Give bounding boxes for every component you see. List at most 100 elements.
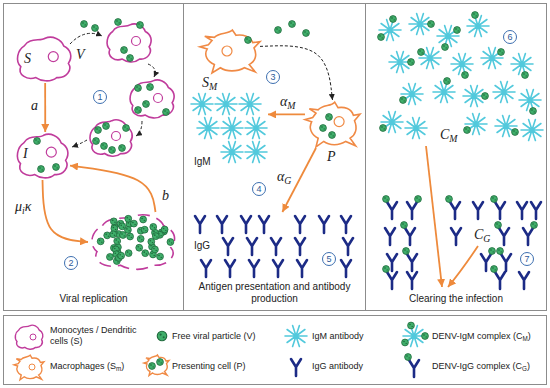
text-part: Viral replication bbox=[59, 293, 127, 304]
text-part: IgG bbox=[194, 240, 210, 251]
legend-item: Free viral particle (V) bbox=[172, 322, 264, 350]
arrow bbox=[43, 180, 89, 242]
virus-particle bbox=[38, 166, 45, 173]
panel: SMPIgMIgGAntigen presentation and antibo… bbox=[183, 3, 366, 311]
symbol-label: V bbox=[76, 48, 85, 62]
text-part: b bbox=[162, 188, 169, 203]
text-part: IgM antibody bbox=[312, 331, 364, 341]
rate-label: μiκ bbox=[14, 200, 33, 214]
virus-particle bbox=[127, 233, 134, 240]
text-part: 7 bbox=[524, 254, 529, 264]
virus-particle bbox=[141, 226, 148, 233]
virus-particle bbox=[148, 238, 155, 245]
panel: S I 2Viral replication bbox=[3, 3, 184, 311]
legend-text: Free viral particle (V) bbox=[172, 331, 256, 342]
text-part: C bbox=[474, 227, 483, 242]
virus-particle bbox=[107, 254, 114, 261]
cell-outline bbox=[200, 28, 260, 74]
cell-label: IgM bbox=[194, 156, 211, 168]
virus-particle bbox=[157, 253, 164, 260]
edge-label-holder: αM bbox=[279, 95, 297, 109]
label-holder: 3 bbox=[266, 70, 280, 84]
infected-cell: I bbox=[15, 132, 70, 180]
edge-label-holder: b bbox=[161, 189, 170, 203]
legend-item: IgG antibody bbox=[312, 352, 398, 380]
virus-particle bbox=[140, 216, 147, 223]
arrow bbox=[260, 46, 333, 100]
text-part: Monocytes / Dendritic cells (S) bbox=[50, 325, 137, 346]
virus-particle bbox=[150, 223, 157, 230]
virus-particle bbox=[97, 238, 104, 245]
cell-label: IgG bbox=[194, 240, 210, 252]
label-holder: 1 bbox=[93, 90, 107, 104]
text-part: α bbox=[280, 94, 287, 109]
cell-nucleus bbox=[48, 52, 58, 62]
rate-label: αG bbox=[276, 170, 292, 184]
text-part: S bbox=[24, 51, 31, 66]
text-part: μ bbox=[15, 199, 22, 214]
callout-number: 4 bbox=[252, 182, 266, 196]
virus-particle bbox=[320, 125, 327, 132]
text-part: Clearing the infection bbox=[409, 293, 503, 304]
text-part: 4 bbox=[256, 184, 261, 194]
virus-particle bbox=[110, 218, 117, 225]
legend-text: DENV-IgM complex (CM) bbox=[432, 331, 531, 342]
text-part: M bbox=[449, 133, 457, 144]
label-holder: V bbox=[76, 48, 85, 62]
text-part: M bbox=[523, 334, 528, 341]
label-holder: 6 bbox=[503, 30, 517, 44]
text-part: 5 bbox=[326, 254, 331, 264]
virus-particle bbox=[152, 246, 159, 253]
label-holder: 5 bbox=[322, 252, 336, 266]
edge-label-holder: αG bbox=[276, 170, 292, 184]
text-part: G bbox=[522, 364, 527, 371]
cell-label: CG bbox=[474, 228, 490, 242]
text-part: IgM bbox=[194, 156, 211, 167]
cell-membrane bbox=[305, 102, 360, 147]
cell-nucleus bbox=[46, 147, 56, 157]
legend-text: Macrophages (Sm) bbox=[50, 361, 124, 372]
legend-item: DENV-IgG complex (CG) bbox=[432, 352, 542, 380]
cell-label: CM bbox=[440, 128, 458, 142]
text-part: 3 bbox=[270, 72, 275, 82]
text-part: Free viral particle (V) bbox=[172, 331, 256, 341]
igm-group: IgM bbox=[190, 92, 268, 172]
text-part: M bbox=[287, 100, 295, 111]
text-part: ) bbox=[121, 361, 124, 371]
panel-caption: Clearing the infection bbox=[409, 293, 503, 305]
legend-text: IgM antibody bbox=[312, 331, 364, 342]
rate-label: αM bbox=[279, 95, 297, 109]
virus-particle bbox=[245, 37, 252, 44]
text-part: i bbox=[22, 205, 25, 216]
arrow bbox=[44, 83, 46, 132]
cell-membrane bbox=[18, 37, 71, 81]
cell-nucleus bbox=[222, 46, 232, 56]
virus-particle bbox=[110, 231, 117, 238]
virus-particle bbox=[125, 250, 132, 257]
text-part: ) bbox=[527, 361, 530, 371]
virus-particle bbox=[34, 138, 41, 145]
arrow bbox=[268, 114, 305, 116]
cell-outline bbox=[305, 100, 360, 148]
callout-number: 2 bbox=[64, 256, 78, 270]
edge-label-holder: μiκ bbox=[14, 200, 33, 214]
legend-text: DENV-IgG complex (CG) bbox=[432, 361, 530, 372]
rate-label: b bbox=[161, 189, 170, 203]
text-part: DENV-IgM complex (C bbox=[432, 331, 523, 341]
cell-label: SM bbox=[202, 76, 217, 90]
legend-item: Presenting cell (P) bbox=[172, 352, 264, 380]
virus-particle bbox=[104, 232, 111, 239]
igg-complex-group: CG bbox=[378, 196, 545, 282]
virus-particle bbox=[167, 239, 174, 246]
cell-membrane bbox=[92, 215, 175, 270]
text-part: α bbox=[277, 169, 284, 184]
cell-membrane bbox=[17, 134, 68, 178]
text-part: DENV-IgG complex (C bbox=[432, 361, 522, 371]
cell-label: P bbox=[327, 150, 336, 164]
arrow bbox=[70, 166, 156, 212]
virus-particle bbox=[326, 114, 333, 121]
legend-text: Monocytes / Dendritic cells (S) bbox=[50, 325, 150, 347]
panel-caption: Viral replication bbox=[59, 293, 127, 305]
cell-label: I bbox=[23, 147, 28, 161]
